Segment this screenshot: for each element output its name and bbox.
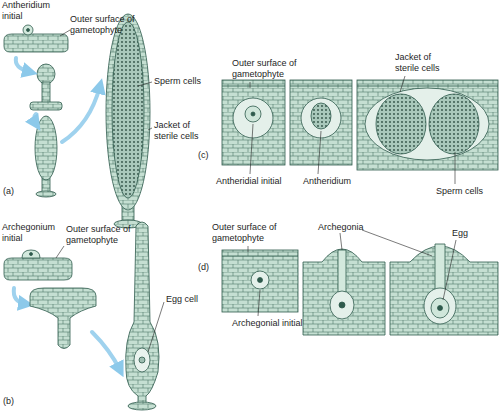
part-label: Antheridium initial — [2, 0, 60, 22]
part-label: Jacket of sterile cells — [154, 120, 206, 142]
antheridium-series — [4, 14, 150, 228]
part-label: (c) — [198, 150, 209, 161]
part-label: Sperm cells — [436, 186, 483, 197]
part-label: Antheridial initial — [216, 176, 282, 187]
archegonium-series — [4, 222, 159, 410]
part-label: (d) — [198, 262, 209, 273]
growth-arrows — [14, 58, 120, 370]
part-label: Outer surface of gametophyte — [212, 222, 284, 244]
part-label: Sperm cells — [154, 76, 201, 87]
part-label: Jacket of sterile cells — [395, 52, 457, 74]
part-label: (a) — [3, 186, 14, 197]
part-label: Outer surface of gametophyte — [232, 58, 306, 80]
part-label: Outer surface of gametophyte — [66, 224, 138, 246]
archegonium-sections — [222, 244, 498, 335]
part-label: Archegonia — [318, 222, 364, 233]
antheridium-sections — [222, 80, 498, 170]
part-label: Archegonium initial — [2, 222, 64, 244]
part-label: (b) — [3, 396, 14, 407]
part-label: Egg cell — [166, 294, 198, 305]
part-label: Archegonial initial — [232, 318, 303, 329]
leader-lines — [56, 30, 456, 352]
part-label: Outer surface of gametophyte — [70, 14, 142, 36]
part-label: Antheridium — [303, 176, 351, 187]
part-label: Egg — [452, 228, 468, 239]
